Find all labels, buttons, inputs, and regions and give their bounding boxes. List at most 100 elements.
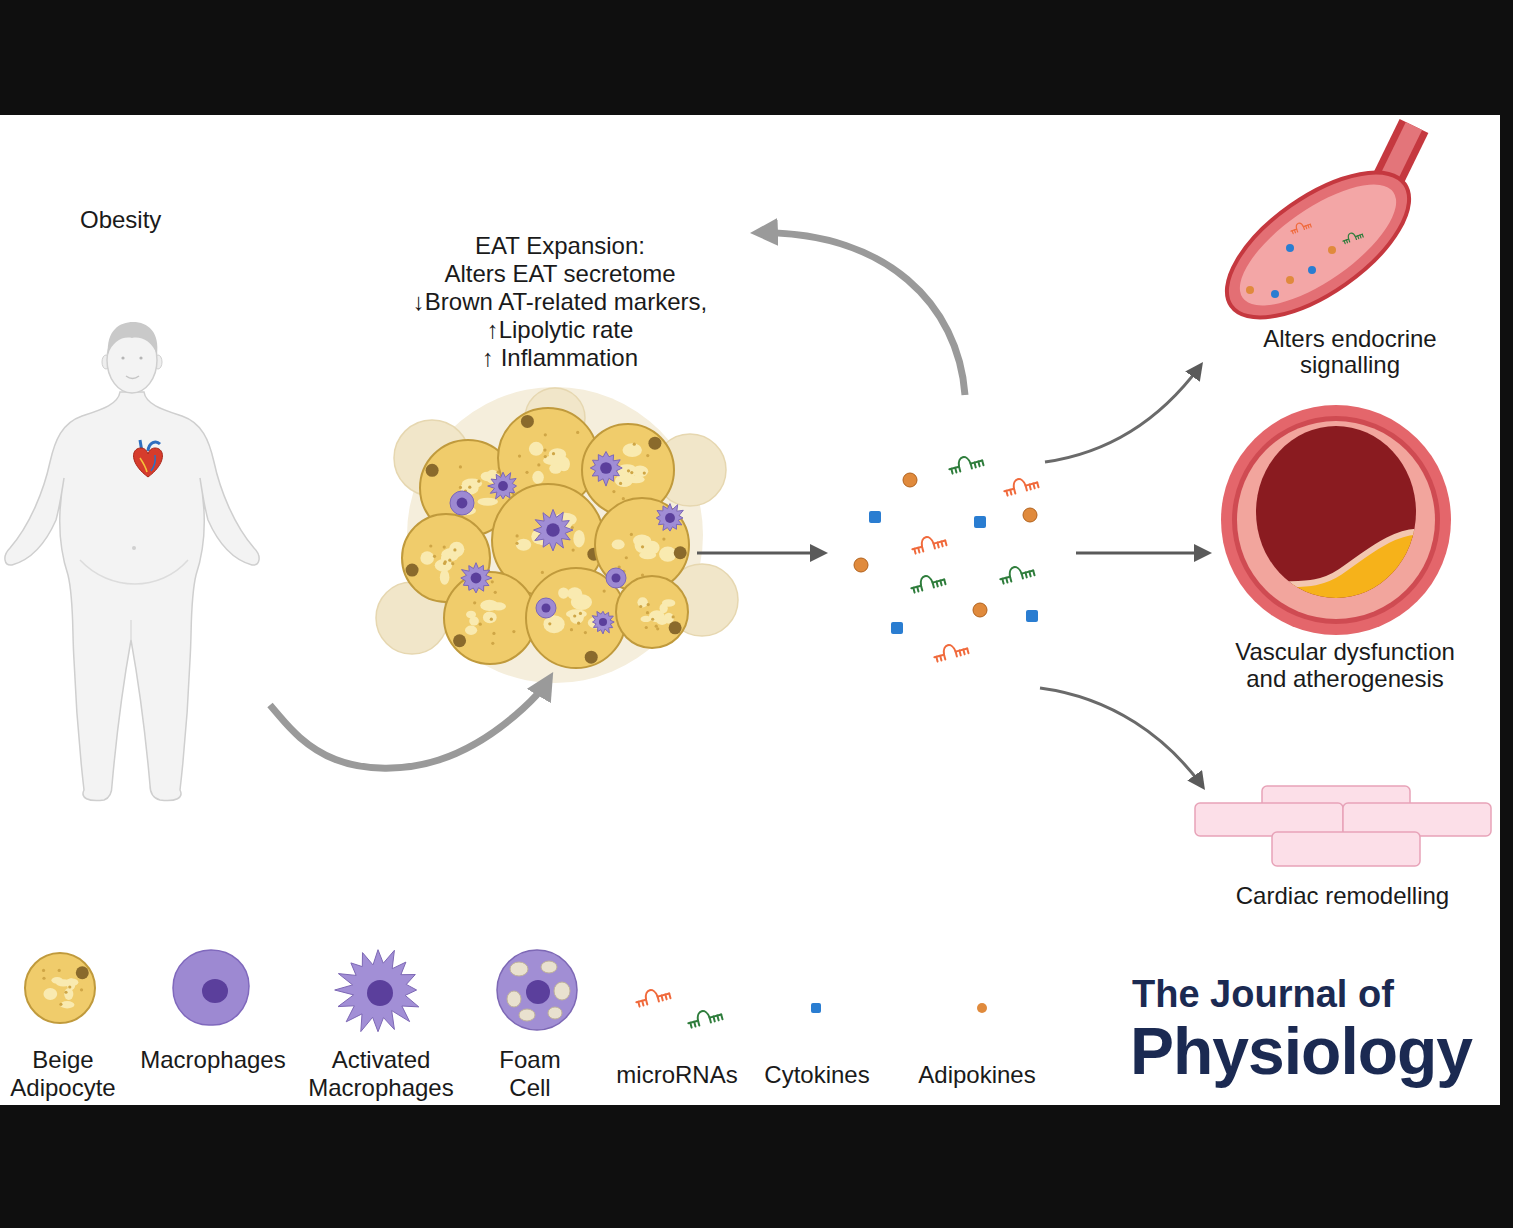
activated-macrophage: [592, 611, 614, 634]
lipid-dot: [453, 548, 456, 551]
lipid-dot: [672, 615, 675, 618]
lipid-spot: [532, 471, 544, 484]
lipid-spot: [441, 553, 451, 563]
secretome: [909, 572, 945, 594]
lipid-dot: [584, 631, 587, 634]
adipocyte: [444, 572, 536, 664]
lipid-dot: [64, 991, 67, 994]
node-label: ↓Brown AT-related markers,: [413, 288, 707, 316]
cardiomyocytes: [1195, 803, 1343, 836]
node-label: Obesity: [80, 206, 161, 234]
flow-connector: [270, 672, 553, 768]
lipid-spot: [549, 463, 562, 473]
lipid-dot: [571, 526, 574, 529]
lipid-spot: [477, 498, 498, 506]
lipid-dot: [552, 452, 555, 455]
nucleus: [612, 574, 621, 583]
lipid-spot: [440, 570, 450, 585]
legend-label: microRNAs: [607, 1061, 747, 1089]
blood-vessel: [1341, 230, 1363, 244]
node-label: Alters EAT secretome: [444, 260, 675, 288]
lipid-dot: [544, 455, 547, 458]
secretome: [973, 603, 987, 617]
tissue-cluster: EAT Expansion:Alters EAT secretome↓Brown…: [390, 232, 730, 672]
nucleus: [665, 513, 675, 523]
nucleus: [471, 573, 482, 584]
flow-arrow: [1045, 362, 1203, 462]
heart-icon: [134, 440, 163, 477]
nucleus: [542, 604, 551, 613]
lipid-dot: [576, 431, 579, 434]
secretome: [998, 563, 1034, 585]
lipid-spot: [622, 443, 641, 457]
lipid-dot: [68, 985, 71, 988]
activated-macrophage: [656, 504, 683, 531]
lipid-spot: [420, 551, 434, 564]
lipid-spot: [43, 988, 57, 1000]
nucleus: [674, 546, 687, 559]
activated-macrophage: [590, 452, 622, 487]
lipid-dot: [525, 471, 528, 474]
lipid-dot: [518, 454, 521, 457]
lipid-dot: [622, 497, 625, 500]
lipid-spot: [637, 597, 647, 607]
legend-label: Adipokines: [907, 1061, 1047, 1089]
legend-icon: [497, 950, 577, 1030]
macrophage: [450, 491, 474, 515]
legend-icon: [507, 991, 521, 1007]
lipid-dot: [647, 603, 650, 606]
nucleus: [599, 618, 607, 626]
nucleus: [648, 437, 661, 450]
cardiomyocyte-figure: Cardiac remodelling: [1190, 780, 1495, 910]
lipid-dot: [573, 614, 576, 617]
secretome: [947, 453, 983, 475]
adipose-tissue: [376, 387, 738, 683]
secretome: [932, 641, 968, 663]
legend-icon: [173, 950, 249, 1025]
lipid-dot: [645, 626, 648, 629]
blood-vessel: [1271, 290, 1279, 298]
lipid-dot: [448, 559, 451, 562]
flow-arrow: [750, 233, 965, 395]
legend-label: Cytokines: [752, 1061, 882, 1089]
legend-icon: [497, 950, 577, 1030]
lipid-dot: [656, 627, 659, 630]
lipid-dot: [544, 433, 547, 436]
artery-section: [1221, 405, 1451, 635]
lipid-spot: [612, 539, 625, 549]
flow-arrow: [1076, 552, 1212, 555]
legend-icon: [634, 986, 722, 1029]
lipid-spot: [633, 535, 650, 547]
lipid-spot: [516, 539, 531, 551]
lipid-dot: [633, 443, 636, 446]
lipid-dot: [577, 622, 580, 625]
lipid-dot: [443, 545, 446, 548]
body-outline: [80, 560, 188, 584]
secretome: [903, 473, 917, 487]
body-outline: [5, 322, 259, 801]
secretome: [1026, 610, 1038, 622]
lipid-dot: [490, 618, 493, 621]
lipid-dot: [627, 469, 630, 472]
activated-macrophage: [335, 950, 419, 1032]
lipid-dot: [491, 642, 494, 645]
lipid-dot: [630, 533, 633, 536]
lipid-dot: [459, 486, 462, 489]
nucleus: [76, 966, 89, 979]
lipid-dot: [42, 977, 45, 980]
secretome: [891, 622, 903, 634]
lipid-dot: [459, 465, 462, 468]
node-label: ↑Lipolytic rate: [487, 316, 634, 344]
legend-icon: [541, 961, 557, 973]
lipid-spot: [571, 594, 592, 610]
nucleus: [600, 462, 612, 474]
lipid-dot: [643, 472, 646, 475]
legend-label: Activated Macrophages: [301, 1046, 461, 1102]
artery-section: [1250, 532, 1425, 610]
legend-icon: [554, 982, 570, 1000]
lipid-spot: [662, 599, 675, 607]
heart-icon: [140, 458, 147, 472]
artery-section: [1250, 532, 1425, 610]
lipid-dot: [473, 601, 476, 604]
